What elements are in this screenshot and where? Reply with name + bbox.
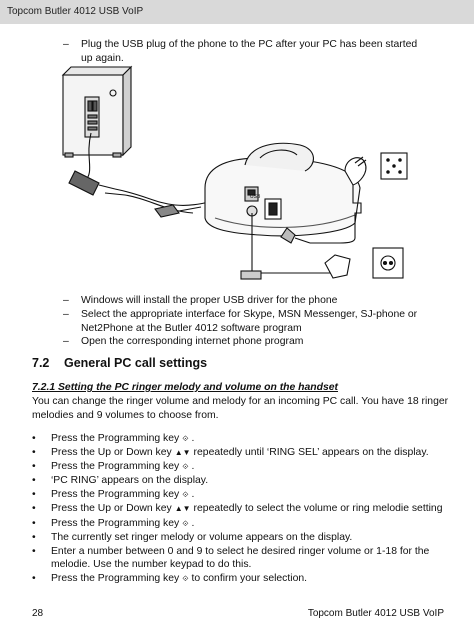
page-number: 28 xyxy=(32,608,44,619)
bullet: • xyxy=(32,433,36,444)
dash: – xyxy=(63,309,69,320)
list-item: • Press the Programming key⟐. xyxy=(32,432,452,446)
section-heading: 7.2 General PC call settings xyxy=(32,356,207,370)
programming-key-icon: ⟐ xyxy=(182,434,189,443)
instruction-list: •Press the Programming key⟐. •Press the … xyxy=(32,432,452,586)
intro-step-text: Plug the USB plug of the phone to the PC… xyxy=(81,39,418,64)
item-text-post: repeatedly to select the volume or ring … xyxy=(193,503,443,515)
item-text-post: . xyxy=(191,489,195,501)
list-item: • Press the Programming key⟐to confirm yo… xyxy=(32,572,452,586)
dash: – xyxy=(63,39,69,50)
item-text: Press the Programming key xyxy=(51,489,180,501)
dash: – xyxy=(63,295,69,306)
after-step-1: – Windows will install the proper USB dr… xyxy=(63,294,423,308)
list-item: • Press the Up or Down key▲▼repeatedly to… xyxy=(32,502,452,516)
after-step-3: – Open the corresponding internet phone … xyxy=(63,335,423,349)
list-item: • Enter a number between 0 and 9 to selec… xyxy=(32,545,452,572)
item-text: Press the Up or Down key xyxy=(51,447,172,459)
item-text-post: . xyxy=(191,433,195,444)
usb-port-label: USB xyxy=(250,194,261,200)
subsection-heading: 7.2.1 Setting the PC ringer melody and v… xyxy=(32,382,339,393)
item-text-post: . xyxy=(191,517,195,529)
item-text: Press the Programming key xyxy=(51,433,180,444)
phone-line-cable xyxy=(240,213,404,280)
item-text: Press the Programming key xyxy=(51,461,180,473)
bullet: • xyxy=(32,531,36,543)
bullet: • xyxy=(32,573,36,585)
item-text: Enter a number between 0 and 9 to select… xyxy=(51,545,430,571)
item-text: ‘PC RING’ appears on the display. xyxy=(51,475,209,487)
programming-key-icon: ⟐ xyxy=(182,490,189,500)
section-title: General PC call settings xyxy=(64,356,208,370)
header-title: Topcom Butler 4012 USB VoIP xyxy=(7,6,144,17)
intro-paragraph: You can change the ringer volume and mel… xyxy=(32,396,449,421)
list-item: • The currently set ringer melody or volu… xyxy=(32,531,452,545)
after-step-text: Open the corresponding internet phone pr… xyxy=(81,336,304,347)
programming-key-icon: ⟐ xyxy=(182,518,189,528)
item-text: Press the Programming key xyxy=(51,573,180,585)
intro-step: – Plug the USB plug of the phone to the … xyxy=(63,38,423,65)
bullet: • xyxy=(32,503,36,515)
item-text-post: to confirm your selection. xyxy=(191,573,308,585)
bullet: • xyxy=(32,489,36,501)
item-text-post: . xyxy=(191,461,195,473)
programming-key-icon: ⟐ xyxy=(182,574,189,584)
bullet: • xyxy=(32,545,36,557)
up-down-key-icon: ▲▼ xyxy=(174,448,191,458)
power-adapter-icon xyxy=(280,152,408,244)
list-item: • ‘PC RING’ appears on the display. xyxy=(32,474,452,488)
pc-tower-icon xyxy=(61,65,133,158)
list-item: • Press the Up or Down key▲▼repeatedly un… xyxy=(32,446,452,460)
after-step-text: Select the appropriate interface for Sky… xyxy=(81,309,418,334)
footer-title: Topcom Butler 4012 USB VoIP xyxy=(307,608,444,619)
list-item: • Press the Programming key⟐. xyxy=(32,517,452,531)
section-number: 7.2 xyxy=(32,356,50,370)
connection-illustration: USB xyxy=(61,65,408,280)
after-step-2: – Select the appropriate interface for S… xyxy=(63,308,423,335)
item-text-post: repeatedly until ‘RING SEL’ appears on t… xyxy=(193,447,429,459)
dash: – xyxy=(63,336,69,347)
bullet: • xyxy=(32,447,36,459)
bullet: • xyxy=(32,475,36,487)
item-text: Press the Up or Down key xyxy=(51,503,172,515)
bullet: • xyxy=(32,461,36,473)
list-item: • Press the Programming key⟐. xyxy=(32,488,452,502)
page-header: Topcom Butler 4012 USB VoIP xyxy=(0,0,474,24)
item-text: The currently set ringer melody or volum… xyxy=(51,531,353,543)
bullet: • xyxy=(32,517,36,529)
after-step-text: Windows will install the proper USB driv… xyxy=(81,295,338,306)
item-text: Press the Programming key xyxy=(51,517,180,529)
programming-key-icon: ⟐ xyxy=(182,462,189,472)
up-down-key-icon: ▲▼ xyxy=(174,504,191,514)
base-station-icon xyxy=(204,142,361,237)
list-item: • Press the Programming key⟐. xyxy=(32,460,452,474)
